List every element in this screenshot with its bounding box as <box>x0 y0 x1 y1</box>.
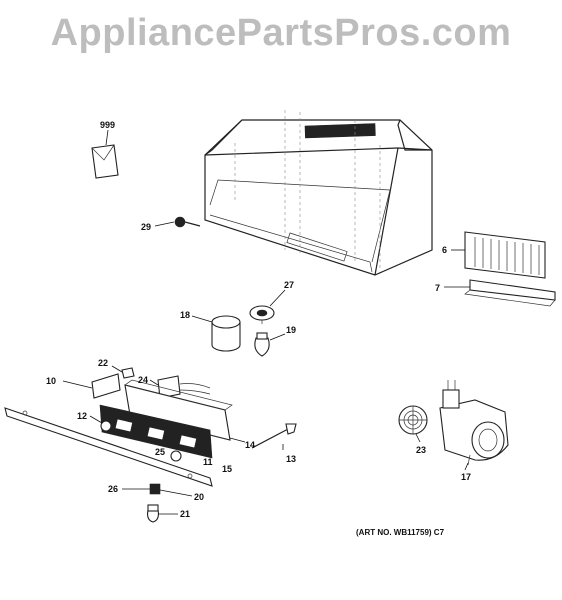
part-13-rod <box>251 423 297 449</box>
lamp-socket <box>249 305 275 324</box>
part-10-bracket <box>91 373 121 399</box>
fan-blade <box>398 405 428 435</box>
hood-housing <box>204 110 433 276</box>
capacitor <box>211 315 241 352</box>
part-25-knob <box>170 450 182 462</box>
callout-19: 19 <box>286 325 296 335</box>
callout-14: 14 <box>245 440 255 450</box>
part-12-knob <box>100 420 112 432</box>
part-21-bulb <box>147 504 159 523</box>
callout-21: 21 <box>180 509 190 519</box>
callout-20: 20 <box>194 492 204 502</box>
callout-10: 10 <box>46 376 56 386</box>
callout-23: 23 <box>416 445 426 455</box>
callout-12: 12 <box>77 411 87 421</box>
literature-packet <box>91 144 119 179</box>
callout-7: 7 <box>435 283 440 293</box>
filter-tray <box>464 279 556 307</box>
blower-motor <box>439 380 509 466</box>
callout-17: 17 <box>461 472 471 482</box>
callout-27: 27 <box>284 280 294 290</box>
callout-999: 999 <box>100 120 115 130</box>
callout-18: 18 <box>180 310 190 320</box>
watermark-text: AppliancePartsPros.com <box>50 12 512 54</box>
light-bulb <box>254 332 270 357</box>
grease-filter <box>464 231 546 279</box>
callout-24: 24 <box>138 375 148 385</box>
art-number-label: (ART NO. WB11759) C7 <box>356 528 445 537</box>
callout-6: 6 <box>442 245 447 255</box>
part-22-clip <box>121 367 135 379</box>
front-trim-strip <box>4 407 213 487</box>
part-26-knob <box>149 483 161 495</box>
callout-22: 22 <box>98 358 108 368</box>
callout-29: 29 <box>141 222 151 232</box>
callout-13: 13 <box>286 454 296 464</box>
switch-box <box>157 375 211 399</box>
callout-26: 26 <box>108 484 118 494</box>
control-panel <box>99 404 213 459</box>
callout-11: 11 <box>203 457 213 467</box>
callout-25: 25 <box>155 447 165 457</box>
callout-15: 15 <box>222 464 232 474</box>
part-29-plug <box>174 216 201 228</box>
